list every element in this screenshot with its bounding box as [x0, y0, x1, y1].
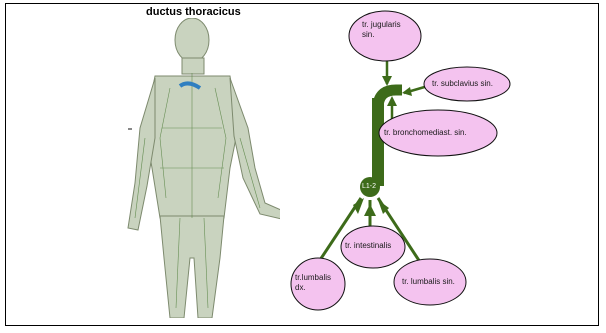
subclavius-arrow: [402, 87, 412, 96]
label-intestinalis: tr. intestinalis: [345, 241, 391, 251]
junction-label: L1-2: [362, 182, 376, 192]
jugularis-arrow: [382, 76, 392, 86]
label-lumbalis-dx: tr.lumbalis dx.: [295, 273, 331, 293]
label-lumbalis-dx-line-2: dx.: [295, 283, 331, 293]
label-jugularis: tr. jugularis sin.: [362, 20, 401, 40]
label-lumbalis-dx-line-1: tr.lumbalis: [295, 273, 331, 283]
label-lumbalis-sin: tr. lumbalis sin.: [402, 277, 455, 287]
intestinalis-arrow: [364, 204, 376, 216]
label-bronchomediast: tr. bronchomediast. sin.: [384, 128, 467, 138]
label-subclavius: tr. subclavius sin.: [432, 79, 493, 89]
thoracic-duct-trunk: [372, 98, 384, 186]
bronchomediast-arrow: [387, 96, 397, 106]
label-jugularis-line-2: sin.: [362, 30, 401, 40]
label-jugularis-line-1: tr. jugularis: [362, 20, 401, 30]
